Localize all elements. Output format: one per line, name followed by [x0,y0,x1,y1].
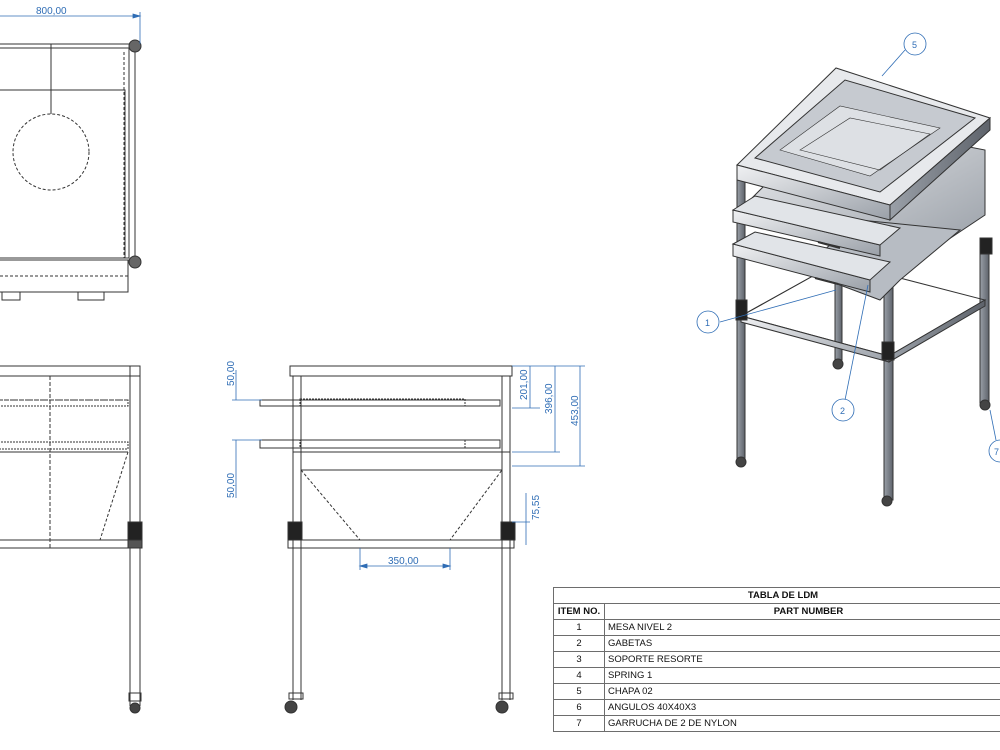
bom-header-part: PART NUMBER [604,603,1000,620]
bom-header-item: ITEM NO. [553,603,605,620]
bom-part-number: ANGULOS 40X40X3 [604,699,1000,716]
dim-drawer-bottom: 50,00 [226,473,237,498]
front-view-left [0,365,143,714]
bom-table: TABLA DE LDM ITEM NO. PART NUMBER 1 MESA… [553,587,1000,732]
balloon-label-1: 1 [705,318,710,328]
dim-396: 396,00 [544,383,555,414]
top-view [0,39,142,301]
bom-part-number: GABETAS [604,635,1000,652]
bom-item-no: 4 [553,667,605,684]
dim-201: 201,00 [519,369,530,400]
dim-bottom-width: 350,00 [388,556,419,567]
balloon-label-5: 5 [912,40,917,50]
dim-453: 453,00 [570,395,581,426]
table-row: 4 SPRING 1 [553,667,1000,684]
table-row: 6 ANGULOS 40X40X3 [553,699,1000,716]
balloons [696,32,1000,463]
bom-item-no: 3 [553,651,605,668]
balloon-label-2: 2 [840,406,845,416]
dimension-800 [0,12,142,44]
table-row: 5 CHAPA 02 [553,683,1000,700]
bom-item-no: 7 [553,715,605,732]
bom-part-number: SOPORTE RESORTE [604,651,1000,668]
bom-item-no: 5 [553,683,605,700]
balloon-label-7: 7 [994,447,999,457]
table-row: 3 SOPORTE RESORTE [553,651,1000,668]
balloon-7 [988,439,1000,463]
bom-part-number: CHAPA 02 [604,683,1000,700]
bom-item-no: 2 [553,635,605,652]
bom-title: TABLA DE LDM [553,587,1000,604]
table-row: 2 GABETAS [553,635,1000,652]
side-view-dimensions [232,365,585,570]
balloon-1 [696,310,720,334]
table-row: 7 GARRUCHA DE 2 DE NYLON [553,715,1000,732]
dim-width-top: 800,00 [36,6,67,17]
balloon-5 [903,32,927,56]
table-row: 1 MESA NIVEL 2 [553,619,1000,636]
bom-part-number: SPRING 1 [604,667,1000,684]
bom-item-no: 6 [553,699,605,716]
isometric-view [731,67,993,507]
bom-part-number: GARRUCHA DE 2 DE NYLON [604,715,1000,732]
bom-part-number: MESA NIVEL 2 [604,619,1000,636]
dim-75: 75,55 [531,495,542,520]
dim-drawer-top: 50,00 [226,361,237,386]
bom-item-no: 1 [553,619,605,636]
balloon-2 [831,398,855,422]
side-view [259,365,516,714]
